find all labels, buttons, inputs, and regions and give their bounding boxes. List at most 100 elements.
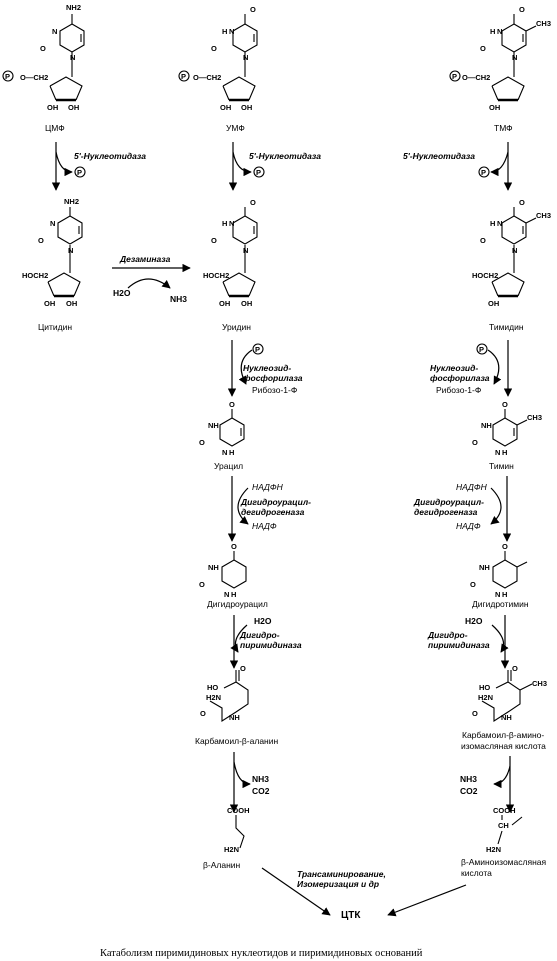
thymine-nadp: НАДФ: [456, 521, 481, 531]
tmp-to-thymidine-arrow: P: [478, 142, 513, 191]
tmp-structure: O CH3 H N O N O—CH2 OH: [462, 5, 551, 112]
uracil-label: Урацил: [214, 461, 243, 471]
ump-n3-label: N: [229, 27, 234, 36]
thymine-label: Тимин: [489, 461, 514, 471]
svg-text:HOCH2: HOCH2: [22, 271, 48, 280]
dhp-water-2: H2O: [465, 616, 483, 626]
svg-text:O: O: [480, 236, 486, 245]
tmp-n1-label: N: [512, 53, 517, 62]
dhd-label-1b: дегидрогеназа: [241, 507, 305, 517]
dihydrouracil-label: Дигидроурацил: [207, 599, 268, 609]
cmp-label: ЦМФ: [45, 123, 65, 133]
to-tca-arrows: [261, 867, 467, 917]
svg-text:H: H: [502, 590, 507, 599]
uracil-nadp: НАДФ: [252, 521, 277, 531]
ump-och2-label: O—CH2: [193, 73, 221, 82]
svg-text:OH: OH: [241, 299, 252, 308]
svg-text:OH: OH: [66, 299, 77, 308]
svg-text:H2N: H2N: [486, 845, 501, 854]
beta-aib-label-2: кислота: [461, 868, 492, 878]
ump-structure: O H N O N O—CH2 OH OH: [193, 5, 258, 112]
svg-text:NH: NH: [479, 563, 490, 572]
transamination-label-2: Изомеризация и др: [297, 879, 379, 889]
svg-text:H: H: [231, 590, 236, 599]
svg-text:NH: NH: [501, 713, 512, 722]
ump-phosphate-icon: P: [178, 70, 190, 82]
svg-text:O: O: [38, 236, 44, 245]
beta-aib-structure: COOH CH H2N: [486, 806, 523, 854]
svg-text:H2N: H2N: [224, 845, 239, 854]
phosphorylase-label-2a: Нуклеозид-: [430, 363, 478, 373]
cytidine-to-uridine-arrow: [112, 263, 191, 289]
svg-text:CH3: CH3: [527, 413, 542, 422]
svg-text:O: O: [200, 709, 206, 718]
svg-text:O: O: [472, 438, 478, 447]
svg-text:H: H: [229, 448, 234, 457]
tmp-o4-label: O: [519, 5, 525, 14]
svg-text:O: O: [211, 236, 217, 245]
dhp-label-1b: пиримидиназа: [240, 640, 302, 650]
thymidine-phosphate-in: P: [479, 345, 484, 354]
thymine-nadph: НАДФН: [456, 482, 488, 492]
nucleotidase-label-3: 5'-Нуклеотидаза: [403, 151, 475, 161]
thymidine-ribose1p: Рибозо-1-Ф: [436, 385, 481, 395]
svg-text:P: P: [5, 72, 10, 81]
uracil-to-dihydrouracil-arrow: [227, 476, 249, 542]
ump-o2-label: O: [211, 44, 217, 53]
dihydrothymine-structure: O NH O N H: [470, 542, 528, 599]
carbamoyl-aib-label-1: Карбамоил-β-амино-: [462, 730, 544, 740]
svg-text:H: H: [490, 219, 495, 228]
ump-n1-label: N: [243, 53, 248, 62]
svg-text:COOH: COOH: [227, 806, 250, 815]
svg-text:O: O: [470, 580, 476, 589]
svg-text:N: N: [495, 448, 500, 457]
svg-text:O: O: [240, 664, 246, 673]
uridine-structure: O H N O N HOCH2 OH OH: [203, 198, 258, 308]
svg-text:P: P: [452, 72, 457, 81]
carbamoyl-aib-label-2: изомасляная кислота: [461, 741, 546, 751]
ump-oh-left: OH: [220, 103, 231, 112]
svg-text:OH: OH: [488, 299, 499, 308]
nucleotidase-label-2: 5'-Нуклеотидаза: [249, 151, 321, 161]
svg-text:NH: NH: [208, 421, 219, 430]
ump-released-phosphate: P: [256, 168, 261, 177]
phosphorylase-label-1b: фосфорилаза: [243, 373, 303, 383]
carbamoyl-ala-to-beta-ala-arrow: [229, 752, 251, 813]
svg-text:O: O: [229, 400, 235, 409]
cytidine-structure: NH2 N O N HOCH2 OH OH: [22, 197, 83, 308]
beta-alanine-structure: COOH H2N: [224, 806, 250, 854]
cmp-phosphate-icon: P: [2, 70, 14, 82]
svg-text:H: H: [222, 219, 227, 228]
svg-text:N: N: [68, 246, 73, 255]
cmp-to-cytidine-arrow: P: [51, 142, 86, 191]
cmp-released-phosphate: P: [77, 168, 82, 177]
svg-text:O: O: [512, 664, 518, 673]
tmp-oh-left: OH: [489, 103, 500, 112]
svg-text:NH: NH: [229, 713, 240, 722]
cmp-n3-label: N: [52, 27, 57, 36]
svg-text:O: O: [231, 542, 237, 551]
ala-ammonia: NH3: [252, 774, 269, 784]
dhd-label-1a: Дигидроурацил-: [240, 497, 311, 507]
beta-aib-label-1: β-Аминоизомасляная: [461, 857, 546, 867]
tmp-h-label: H: [490, 27, 495, 36]
svg-text:NH: NH: [208, 563, 219, 572]
uridine-label: Уридин: [222, 322, 251, 332]
beta-alanine-label: β-Аланин: [203, 860, 241, 870]
cmp-och2-label: O—CH2: [20, 73, 48, 82]
svg-text:N: N: [497, 219, 502, 228]
tmp-och2-label: O—CH2: [462, 73, 490, 82]
tmp-released-phosphate: P: [481, 168, 486, 177]
svg-text:O: O: [250, 198, 256, 207]
svg-text:O: O: [519, 198, 525, 207]
cmp-n1-label: N: [70, 53, 75, 62]
dhp-label-1a: Дигидро-: [239, 630, 280, 640]
carbamoyl-ala-label: Карбамоил-β-аланин: [195, 736, 278, 746]
dihydrothymine-to-carbamoyl-aib-arrow: [491, 615, 510, 669]
tmp-n3-label: N: [497, 27, 502, 36]
svg-text:H: H: [502, 448, 507, 457]
tmp-label: ТМФ: [494, 123, 513, 133]
dhd-label-2a: Дигидроурацил-: [413, 497, 484, 507]
svg-text:O: O: [502, 542, 508, 551]
